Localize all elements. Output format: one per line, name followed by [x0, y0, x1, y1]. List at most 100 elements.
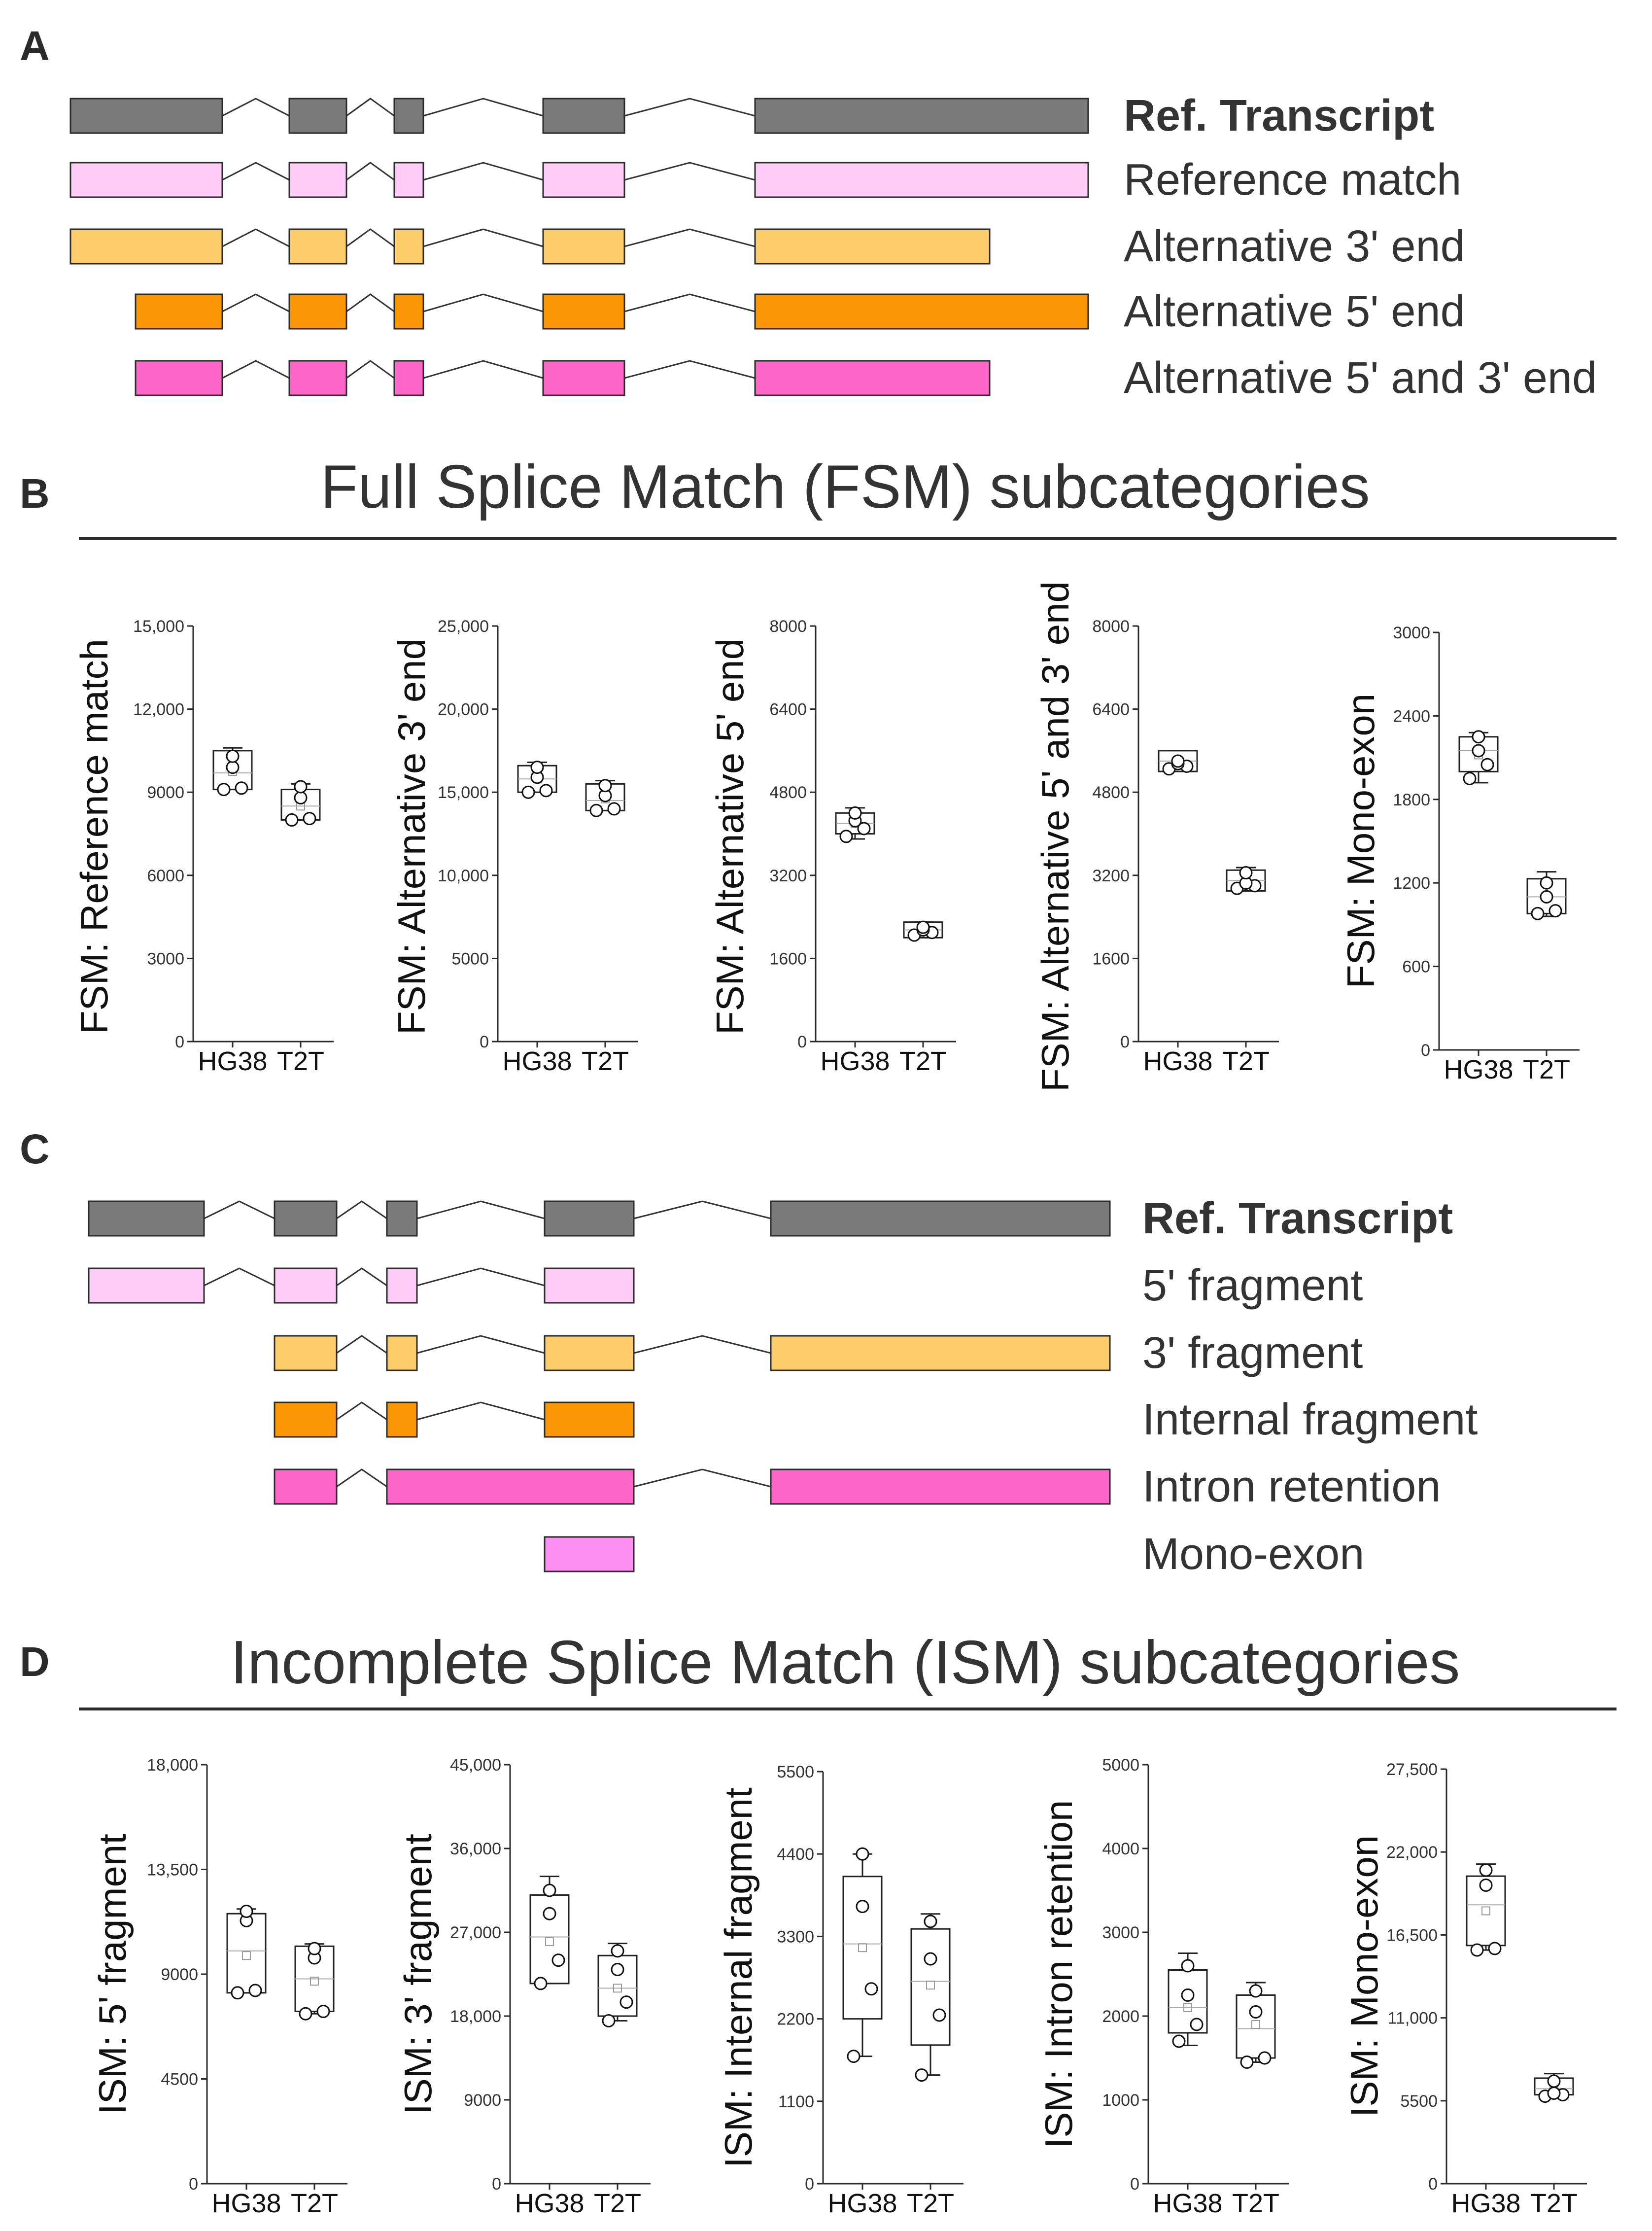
y-axis-label: ISM: Intron retention	[1037, 1800, 1080, 2149]
mean-marker	[310, 1977, 319, 1986]
intron-line	[416, 1200, 545, 1220]
y-tick-label: 8000	[1092, 617, 1130, 636]
data-point	[551, 1953, 565, 1967]
intron-line	[633, 1335, 771, 1354]
exon-box	[274, 1267, 338, 1304]
exon-box	[393, 98, 424, 134]
intron-line	[222, 162, 290, 181]
intron-line	[416, 1267, 545, 1287]
data-point	[1172, 2034, 1186, 2048]
exon-box	[69, 162, 223, 198]
mean-marker	[1481, 1906, 1490, 1916]
y-axis-label: FSM: Alternative 5' end	[708, 638, 752, 1035]
x-tick-label: HG38	[515, 2189, 584, 2218]
exon-box	[542, 98, 625, 134]
data-point	[1181, 1988, 1195, 2002]
y-tick-label: 6400	[769, 700, 807, 719]
exon-box	[542, 228, 625, 265]
y-tick-label: 4800	[769, 783, 807, 802]
exon-box	[288, 228, 347, 265]
y-tick-label: 4000	[1102, 1840, 1139, 1858]
exon-box	[544, 1401, 635, 1438]
data-point	[1472, 744, 1485, 758]
exon-box	[386, 1401, 418, 1438]
y-tick-label: 0	[1428, 2175, 1438, 2194]
data-point	[1190, 2018, 1204, 2031]
panel-b-label: B	[20, 470, 50, 517]
mean-marker	[1183, 2003, 1192, 2012]
data-point	[1258, 2051, 1272, 2065]
transcript-label: Intron retention	[1142, 1462, 1441, 1511]
panel-c-label: C	[20, 1126, 50, 1172]
data-point	[1480, 758, 1494, 771]
intron-line	[346, 162, 395, 181]
exon-box	[386, 1468, 635, 1505]
data-point	[217, 783, 231, 797]
x-tick-label: HG38	[1444, 1055, 1513, 1084]
transcript-label: Ref. Transcript	[1142, 1194, 1453, 1243]
y-tick-label: 9000	[161, 1965, 198, 1984]
y-tick-label: 8000	[769, 617, 807, 636]
y-axis-label: FSM: Alternative 3' end	[390, 638, 433, 1035]
data-point	[294, 791, 308, 804]
data-point	[1240, 2056, 1254, 2069]
y-tick-label: 9000	[147, 783, 184, 802]
intron-line	[416, 1335, 545, 1354]
transcript-label: Reference match	[1124, 155, 1461, 205]
data-point	[226, 761, 240, 774]
exon-box	[288, 360, 347, 396]
data-point	[1171, 754, 1185, 768]
data-point	[839, 830, 853, 843]
x-tick-label: T2T	[291, 2189, 338, 2218]
data-point	[235, 781, 248, 795]
y-tick-label: 4400	[777, 1845, 814, 1864]
y-tick-label: 6400	[1092, 700, 1130, 719]
data-point	[924, 1952, 937, 1966]
exon-box	[88, 1267, 205, 1304]
data-point	[1249, 1984, 1263, 1998]
data-point	[857, 822, 871, 836]
data-point	[607, 802, 621, 816]
x-tick-label: T2T	[1530, 2189, 1578, 2218]
exon-box	[770, 1200, 1111, 1237]
x-tick-label: T2T	[594, 2189, 641, 2218]
exon-box	[386, 1267, 418, 1304]
data-point	[1488, 1942, 1502, 1955]
intron-line	[423, 360, 544, 379]
transcript-label: Alternative 5' end	[1124, 287, 1465, 336]
box	[842, 1876, 883, 2020]
data-point	[864, 1982, 878, 1996]
exon-box	[544, 1267, 635, 1304]
box	[1236, 1994, 1276, 2059]
y-tick-label: 15,000	[438, 783, 489, 802]
y-tick-label: 0	[175, 1033, 184, 1051]
intron-line	[633, 1200, 771, 1220]
x-tick-label: T2T	[907, 2189, 954, 2218]
data-point	[303, 812, 316, 826]
data-point	[530, 761, 544, 774]
exon-box	[274, 1335, 338, 1371]
exon-box	[393, 162, 424, 198]
data-point	[299, 2007, 312, 2021]
y-tick-label: 1600	[1092, 949, 1130, 968]
intron-line	[633, 1468, 771, 1488]
data-point	[932, 2008, 946, 2022]
y-tick-label: 0	[1421, 1041, 1430, 1060]
exon-box	[754, 228, 991, 265]
intron-line	[336, 1468, 387, 1488]
intron-line	[423, 228, 544, 247]
transcript-label: Mono-exon	[1142, 1530, 1364, 1579]
data-point	[285, 813, 299, 827]
y-tick-label: 5500	[1400, 2092, 1438, 2111]
intron-line	[624, 98, 756, 117]
y-tick-label: 5500	[777, 1763, 814, 1781]
data-point	[308, 1942, 321, 1955]
y-tick-label: 1000	[1102, 2091, 1139, 2110]
transcript-label: 5' fragment	[1142, 1261, 1363, 1310]
data-point	[294, 780, 308, 794]
x-tick-label: HG38	[827, 2189, 897, 2218]
